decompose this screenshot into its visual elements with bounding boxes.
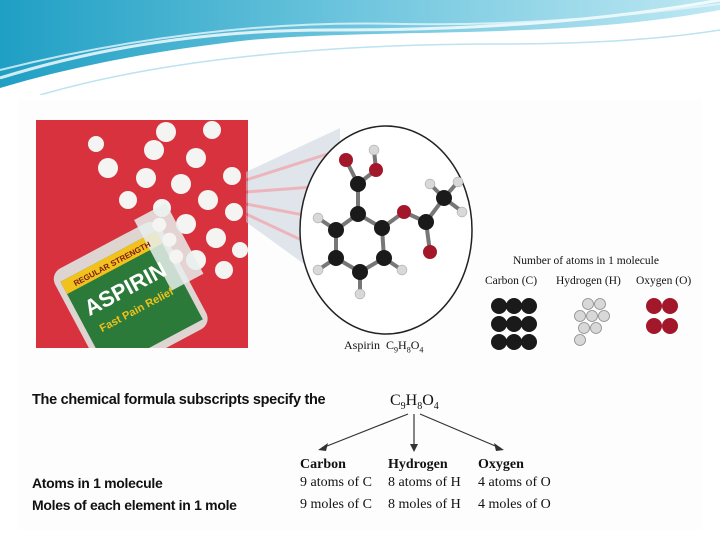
aspirin-name: Aspirin: [344, 338, 380, 352]
header-hydrogen: Hydrogen: [388, 457, 448, 472]
atoms-oxygen: 4 atoms of O: [478, 475, 551, 490]
oxygen-label: Oxygen (O): [636, 275, 692, 287]
moles-oxygen: 4 moles of O: [478, 497, 551, 512]
hydrogen-label: Hydrogen (H): [556, 275, 621, 287]
row-label-moles: Moles of each element in 1 mole: [32, 497, 237, 513]
atoms-carbon: 9 atoms of C: [300, 475, 372, 490]
aspirin-photo: REGULAR STRENGTH ASPIRIN Fast Pain Relie…: [36, 120, 248, 348]
header-carbon: Carbon: [300, 457, 346, 472]
aspirin-caption: Aspirin C9H8O4: [344, 338, 423, 354]
moles-hydrogen: 8 moles of H: [388, 497, 461, 512]
aspirin-formula: C9H8O4: [386, 338, 424, 355]
atom-panel-title: Number of atoms in 1 molecule: [513, 255, 659, 267]
header-oxygen: Oxygen: [478, 457, 524, 472]
header-wave-decoration: [0, 0, 720, 95]
carbon-label: Carbon (C): [485, 275, 538, 287]
moles-carbon: 9 moles of C: [300, 497, 372, 512]
row-label-atoms: Atoms in 1 molecule: [32, 475, 163, 491]
subscripts-sentence: The chemical formula subscripts specify …: [32, 392, 326, 408]
atoms-hydrogen: 8 atoms of H: [388, 475, 461, 490]
formula-main: C9H8O4: [390, 392, 439, 413]
